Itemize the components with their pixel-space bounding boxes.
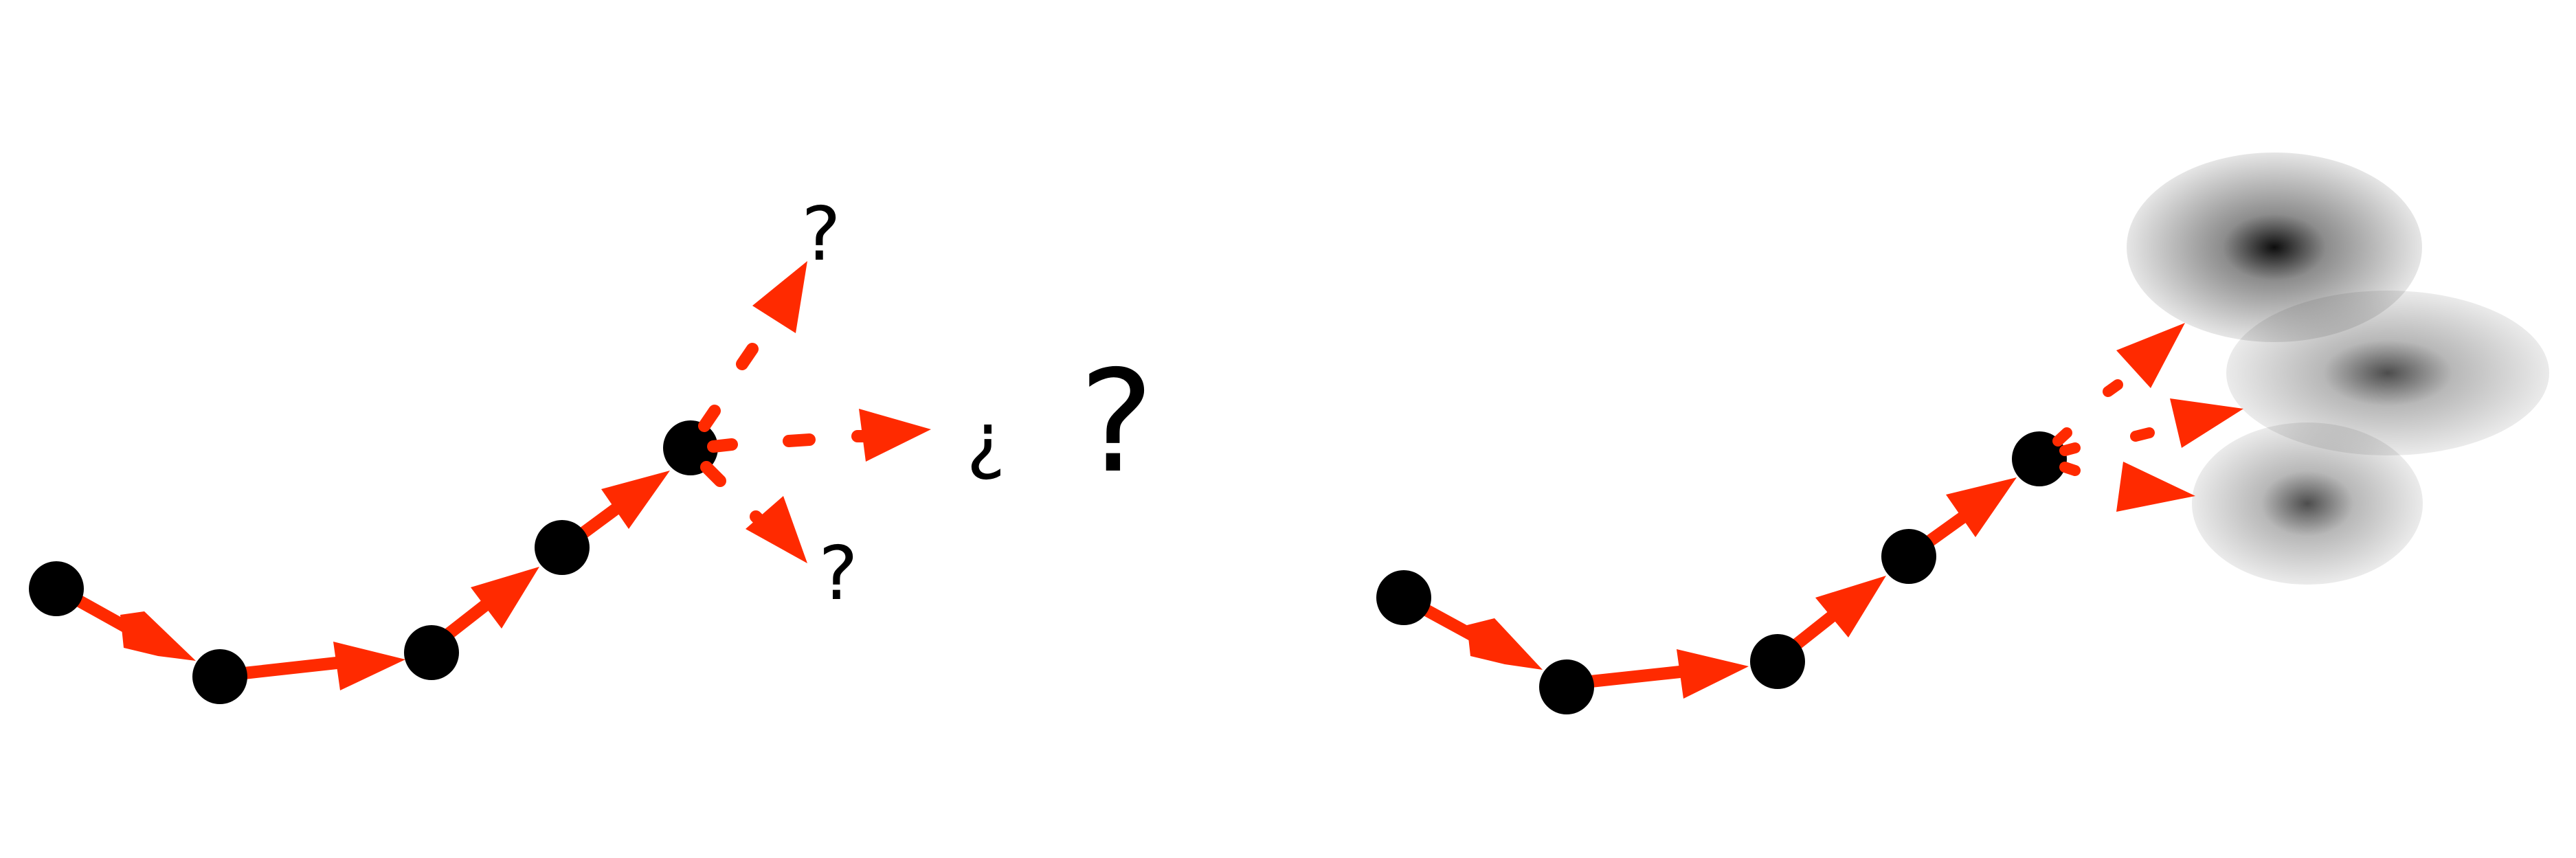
trajectory-arrow xyxy=(1789,611,1837,652)
arrowhead xyxy=(746,496,807,563)
left-trajectory-arrows xyxy=(71,471,670,690)
trajectory-node xyxy=(1376,570,1431,625)
left-uncertain-branches xyxy=(698,261,931,563)
right-nodes xyxy=(1376,431,2067,714)
dashed-branch-right xyxy=(2059,442,2081,456)
left-panel: ? ? ? ? xyxy=(29,192,1154,704)
trajectory-node xyxy=(2012,431,2067,486)
trajectory-node xyxy=(192,649,247,704)
trajectory-arrow xyxy=(578,501,625,539)
dashed-branch-right xyxy=(783,433,816,447)
arrowhead xyxy=(2116,323,2185,388)
trajectory-node xyxy=(29,561,84,616)
trajectory-arrow xyxy=(1584,666,1686,688)
arrowhead xyxy=(1467,618,1543,670)
dashed-branch-up xyxy=(2052,427,2072,447)
dashed-branch-up xyxy=(698,405,721,432)
dashed-branch-up xyxy=(736,343,759,370)
probability-cloud-lower xyxy=(2192,422,2423,585)
dashed-branch-up xyxy=(2103,379,2123,397)
arrowhead xyxy=(471,567,539,629)
arrowhead xyxy=(333,642,405,690)
right-trajectory-arrows xyxy=(1416,477,2017,699)
dashed-branch-right xyxy=(707,438,738,453)
question-mark-inverted: ? xyxy=(966,407,1005,493)
arrowhead xyxy=(2116,462,2195,512)
trajectory-arrow xyxy=(440,600,491,642)
left-question-marks: ? ? ? ? xyxy=(801,192,1154,617)
trajectory-arrow xyxy=(1921,510,1970,549)
question-mark-large: ? xyxy=(1079,341,1154,504)
dashed-branch-right xyxy=(2130,427,2155,442)
trajectory-node xyxy=(535,520,590,575)
trajectory-arrow xyxy=(238,657,343,679)
right-panel xyxy=(1376,153,2549,714)
trajectory-node xyxy=(404,625,459,680)
arrowhead xyxy=(1815,576,1886,637)
dashed-branch-down xyxy=(2059,462,2081,476)
arrowhead xyxy=(752,261,807,333)
arrowhead xyxy=(1677,649,1749,699)
trajectory-node xyxy=(1539,659,1594,714)
question-mark-upright: ? xyxy=(801,192,840,278)
probability-cloud-middle xyxy=(2226,291,2549,455)
question-mark-lower: ? xyxy=(818,531,858,617)
left-nodes xyxy=(29,420,718,704)
trajectory-node xyxy=(1881,529,1936,584)
trajectory-node xyxy=(1750,634,1805,689)
right-uncertain-branches xyxy=(2052,323,2243,512)
arrowhead xyxy=(1946,477,2017,537)
dashed-branch-down xyxy=(700,461,726,487)
arrowhead xyxy=(859,409,931,462)
arrowhead xyxy=(2170,398,2243,448)
arrowhead xyxy=(120,611,196,661)
probability-clouds xyxy=(2127,153,2549,585)
arrowhead xyxy=(601,471,670,529)
